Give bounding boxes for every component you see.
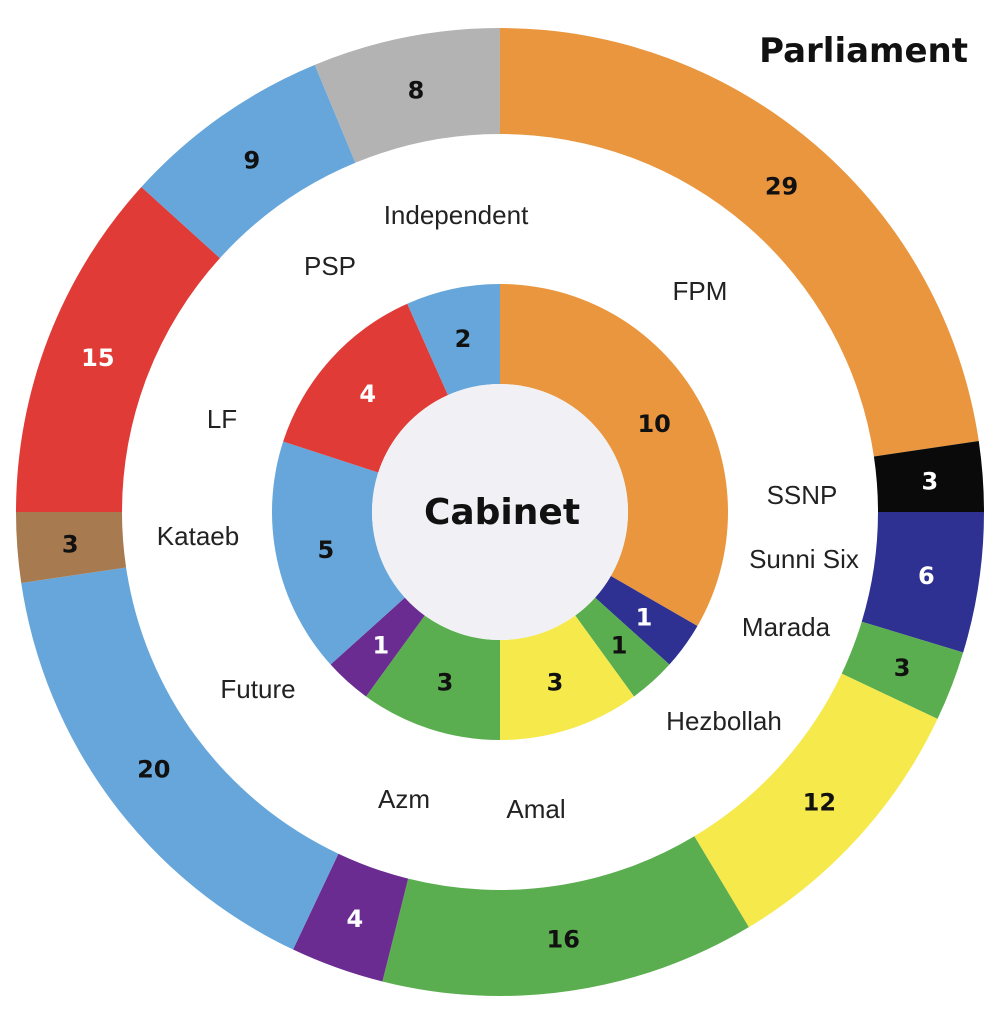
- chart-title: Parliament: [759, 31, 968, 71]
- cabinet-value-psp: 2: [455, 325, 472, 353]
- party-label-hezbollah: Hezbollah: [666, 706, 782, 736]
- parliament-slice-ssnp: [873, 440, 984, 512]
- parliament-slice-psp: [141, 64, 356, 259]
- parliament-slice-marada: [841, 621, 964, 719]
- parliament-slice-kataeb: [16, 512, 127, 584]
- party-label-azm: Azm: [378, 784, 430, 814]
- cabinet-value-azm: 1: [373, 631, 390, 659]
- cabinet-value-marada: 1: [611, 631, 628, 659]
- cabinet-value-future: 5: [318, 536, 335, 564]
- parliament-slice-sunni-six: [861, 512, 984, 653]
- cabinet-value-sunni-six: 1: [636, 604, 653, 632]
- party-label-future: Future: [220, 674, 295, 704]
- parliament-slice-independent: [314, 27, 500, 163]
- parliament-slice-fpm: [500, 28, 979, 457]
- parliament-slice-amal: [382, 836, 749, 996]
- parliament-value-marada: 3: [894, 654, 911, 682]
- cabinet-value-amal: 3: [437, 668, 454, 696]
- parliament-slice-lf: [16, 186, 220, 513]
- cabinet-value-hezbollah: 3: [547, 668, 564, 696]
- parliament-value-future: 20: [137, 756, 170, 784]
- cabinet-slice-future: [271, 441, 405, 665]
- cabinet-value-fpm: 10: [637, 410, 670, 438]
- parliament-slice-future: [21, 567, 339, 950]
- parliament-value-sunni-six: 6: [918, 562, 935, 590]
- party-label-marada: Marada: [742, 612, 831, 642]
- parliament-value-lf: 15: [81, 344, 114, 372]
- cabinet-slice-fpm: [500, 284, 728, 626]
- party-label-sunni-six: Sunni Six: [749, 544, 859, 574]
- center-title: Cabinet: [424, 492, 580, 533]
- parliament-value-amal: 16: [547, 925, 580, 953]
- parliament-value-hezbollah: 12: [803, 788, 836, 816]
- cabinet-value-lf: 4: [359, 380, 376, 408]
- parliament-value-azm: 4: [346, 905, 363, 933]
- cabinet-slice-psp: [407, 284, 500, 396]
- cabinet-ring: [271, 284, 728, 740]
- parliament-value-independent: 8: [408, 76, 425, 104]
- cabinet-slice-marada: [575, 597, 670, 697]
- parliament-value-ssnp: 3: [921, 467, 938, 495]
- parliament-value-psp: 9: [243, 147, 260, 175]
- party-label-amal: Amal: [506, 794, 565, 824]
- party-label-independent: Independent: [384, 200, 529, 230]
- parliament-ring: [16, 27, 984, 996]
- party-label-ssnp: SSNP: [767, 480, 838, 510]
- party-label-psp: PSP: [304, 251, 356, 281]
- parliament-slice-hezbollah: [694, 673, 938, 928]
- cabinet-slice-hezbollah: [500, 615, 635, 740]
- parliament-value-fpm: 29: [765, 173, 798, 201]
- cabinet-slice-amal: [365, 615, 500, 740]
- center-disc: [372, 384, 628, 640]
- party-label-kataeb: Kataeb: [157, 521, 239, 551]
- party-label-lf: LF: [207, 404, 237, 434]
- parliament-slice-azm: [293, 853, 409, 982]
- parliament-value-kataeb: 3: [62, 531, 79, 559]
- cabinet-slice-azm: [330, 597, 425, 697]
- party-label-fpm: FPM: [673, 276, 728, 306]
- cabinet-slice-lf: [283, 303, 448, 473]
- cabinet-slice-sunni-six: [595, 576, 698, 665]
